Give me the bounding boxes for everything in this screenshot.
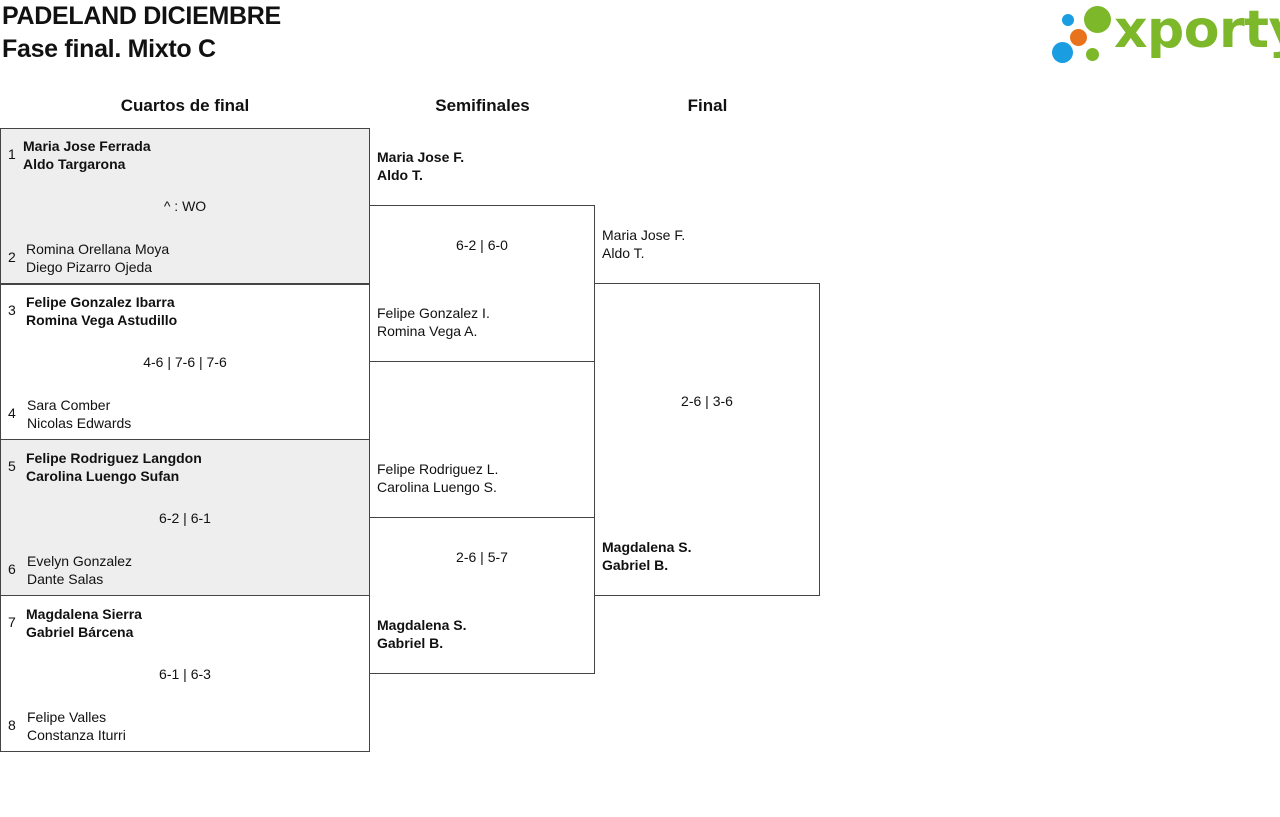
match-score: 4-6 | 7-6 | 7-6	[143, 354, 227, 370]
team-winner: Felipe Gonzalez Ibarra Romina Vega Astud…	[26, 293, 177, 329]
team: Felipe Valles Constanza Iturri	[27, 708, 126, 744]
player-name: Carolina Luengo Sufan	[26, 468, 180, 484]
player-name: Aldo Targarona	[23, 156, 126, 172]
quarterfinal-match-3[interactable]: 5 Felipe Rodriguez Langdon Carolina Luen…	[0, 439, 370, 596]
team-winner: Felipe Rodriguez Langdon Carolina Luengo…	[26, 449, 202, 485]
logo-dot-blue-large	[1052, 42, 1073, 63]
player-name: Diego Pizarro Ojeda	[26, 259, 153, 275]
player-name: Magdalena S.	[377, 617, 467, 633]
quarterfinal-match-4[interactable]: 7 Magdalena Sierra Gabriel Bárcena 6-1 |…	[0, 595, 370, 752]
semifinal-match-1[interactable]: 6-2 | 6-0 Felipe Gonzalez I. Romina Vega…	[369, 205, 595, 362]
player-name: Felipe Gonzalez I.	[377, 305, 490, 321]
quarterfinal-match-2[interactable]: 3 Felipe Gonzalez Ibarra Romina Vega Ast…	[0, 283, 370, 440]
final-match[interactable]: 2-6 | 3-6 Magdalena S. Gabriel B.	[594, 283, 820, 596]
player-name: Gabriel B.	[602, 557, 669, 573]
semifinal-2-team-bottom: Magdalena S. Gabriel B.	[377, 616, 466, 652]
semifinal-match-2[interactable]: 2-6 | 5-7 Magdalena S. Gabriel B.	[369, 517, 595, 674]
xporty-logo: xporty	[1050, 0, 1280, 68]
player-name: Carolina Luengo S.	[377, 479, 497, 495]
seed-number: 3	[8, 302, 16, 318]
quarterfinal-match-1[interactable]: 1 Maria Jose Ferrada Aldo Targarona ^ : …	[0, 128, 370, 285]
match-score: 6-2 | 6-0	[456, 237, 508, 253]
player-name: Nicolas Edwards	[27, 415, 132, 431]
match-score: 2-6 | 3-6	[681, 393, 733, 409]
player-name: Romina Vega Astudillo	[26, 312, 178, 328]
seed-number: 8	[8, 717, 16, 733]
player-name: Romina Orellana Moya	[26, 241, 170, 257]
tournament-subtitle: Fase final. Mixto C	[2, 35, 216, 63]
player-name: Evelyn Gonzalez	[27, 553, 133, 569]
match-score: 6-1 | 6-3	[159, 666, 211, 682]
team: Romina Orellana Moya Diego Pizarro Ojeda	[26, 240, 169, 276]
match-score: ^ : WO	[163, 198, 207, 214]
logo-dot-orange	[1070, 29, 1087, 46]
seed-number: 6	[8, 561, 16, 577]
seed-number: 4	[8, 405, 16, 421]
semifinal-1-team-top: Maria Jose F. Aldo T.	[377, 148, 464, 184]
team-winner: Magdalena Sierra Gabriel Bárcena	[26, 605, 142, 641]
player-name: Dante Salas	[27, 571, 104, 587]
player-name: Aldo T.	[377, 167, 423, 183]
round-header-quarterfinals: Cuartos de final	[120, 96, 250, 115]
team-winner: Maria Jose Ferrada Aldo Targarona	[23, 137, 151, 173]
final-team-top: Maria Jose F. Aldo T.	[602, 226, 685, 262]
round-header-semifinals: Semifinales	[435, 96, 530, 115]
semifinal-2-team-top: Felipe Rodriguez L. Carolina Luengo S.	[377, 460, 498, 496]
match-score: 2-6 | 5-7	[456, 549, 508, 565]
player-name: Felipe Rodriguez Langdon	[26, 450, 202, 466]
team: Evelyn Gonzalez Dante Salas	[27, 552, 132, 588]
player-name: Maria Jose Ferrada	[23, 138, 151, 154]
tournament-title: PADELAND DICIEMBRE	[2, 2, 281, 30]
player-name: Romina Vega A.	[377, 323, 478, 339]
logo-dot-blue-small	[1062, 14, 1074, 26]
player-name: Felipe Rodriguez L.	[377, 461, 499, 477]
semifinal-1-team-bottom: Felipe Gonzalez I. Romina Vega A.	[377, 304, 490, 340]
player-name: Felipe Valles	[27, 709, 107, 725]
seed-number: 5	[8, 458, 16, 474]
player-name: Gabriel Bárcena	[26, 624, 134, 640]
team: Sara Comber Nicolas Edwards	[27, 396, 131, 432]
player-name: Aldo T.	[602, 245, 645, 261]
seed-number: 2	[8, 249, 16, 265]
logo-text: xporty	[1114, 0, 1280, 60]
final-team-bottom: Magdalena S. Gabriel B.	[602, 538, 691, 574]
player-name: Maria Jose F.	[377, 149, 465, 165]
player-name: Gabriel B.	[377, 635, 444, 651]
seed-number: 1	[8, 146, 16, 162]
seed-number: 7	[8, 614, 16, 630]
logo-dot-green-large	[1084, 6, 1111, 33]
player-name: Magdalena S.	[602, 539, 692, 555]
round-header-final: Final	[687, 96, 728, 115]
player-name: Felipe Gonzalez Ibarra	[26, 294, 175, 310]
player-name: Constanza Iturri	[27, 727, 126, 743]
player-name: Magdalena Sierra	[26, 606, 142, 622]
player-name: Sara Comber	[27, 397, 111, 413]
match-score: 6-2 | 6-1	[159, 510, 211, 526]
player-name: Maria Jose F.	[602, 227, 686, 243]
logo-dot-green-small	[1086, 48, 1099, 61]
